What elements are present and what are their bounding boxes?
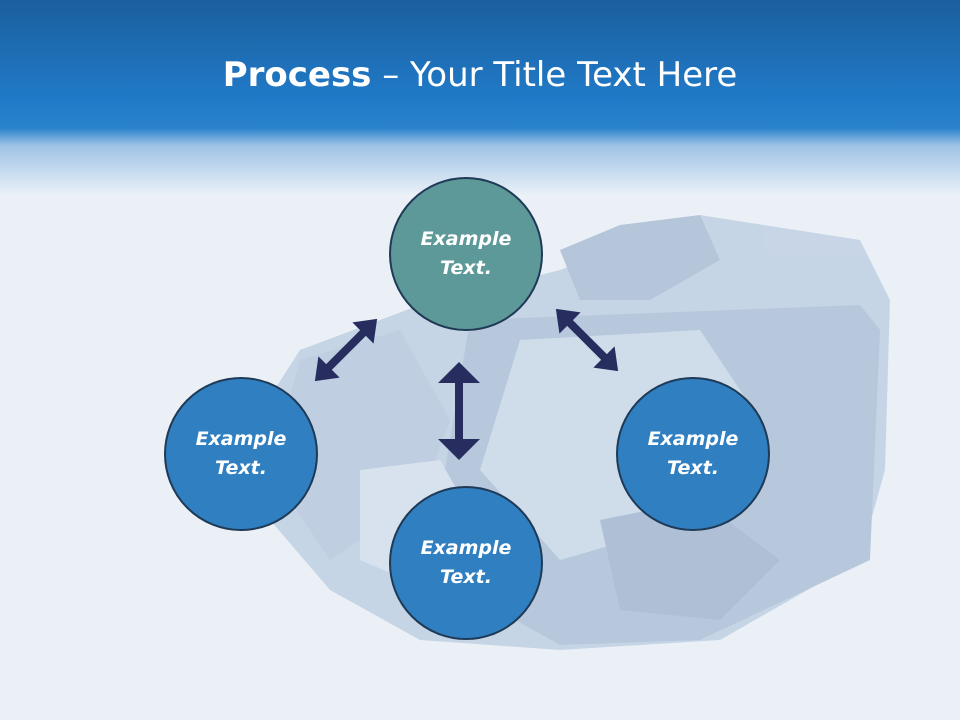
slide-title: Process – Your Title Text Here [0, 52, 960, 98]
node-text-line2: Text. [667, 457, 719, 479]
process-node-left: Example Text. [164, 377, 318, 531]
node-text-line1: Example [420, 228, 512, 250]
node-text-line1: Example [420, 537, 512, 559]
node-text-line2: Text. [440, 566, 492, 588]
title-bold: Process [222, 55, 372, 95]
process-node-top: Example Text. [389, 177, 543, 331]
node-text-line2: Text. [440, 257, 492, 279]
node-text-line2: Text. [215, 457, 267, 479]
process-node-bottom: Example Text. [389, 486, 543, 640]
node-text-line1: Example [195, 428, 287, 450]
process-node-right: Example Text. [616, 377, 770, 531]
node-text-line1: Example [647, 428, 739, 450]
title-rest: – Your Title Text Here [371, 55, 738, 95]
